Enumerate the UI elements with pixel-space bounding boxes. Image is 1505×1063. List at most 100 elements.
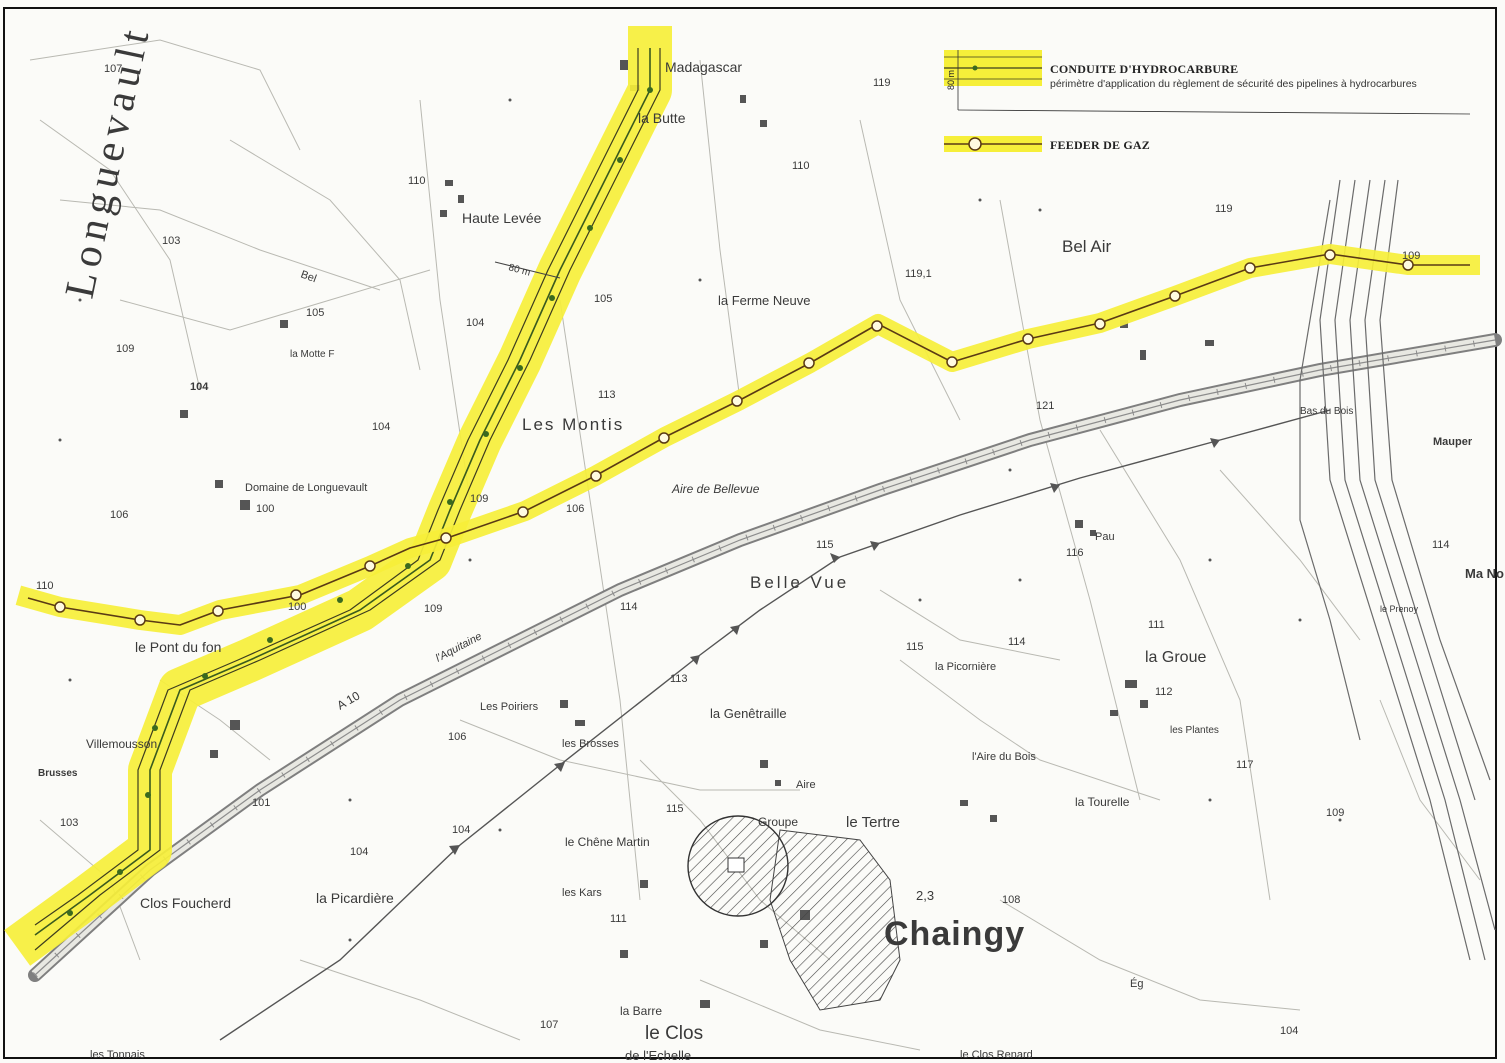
place-aire-bellevue: Aire de Bellevue xyxy=(671,482,760,496)
corridor-width-mark xyxy=(494,261,561,279)
elev-116: 116 xyxy=(1066,547,1084,559)
motorway-a10 xyxy=(28,333,1502,982)
place-a10: A 10 xyxy=(335,688,363,712)
hydrocarbon-pipeline-nodes xyxy=(67,87,653,916)
place-madagascar: Madagascar xyxy=(665,59,742,75)
elev-115a: 115 xyxy=(816,539,834,551)
elev-111b: 111 xyxy=(610,913,627,925)
place-haute-levee: Haute Levée xyxy=(462,210,542,226)
legend-gas-title: FEEDER DE GAZ xyxy=(1050,138,1150,152)
elev-113a: 113 xyxy=(598,389,616,401)
elev-104f: 104 xyxy=(350,846,368,858)
place-picorniere: la Picornière xyxy=(935,661,996,673)
elev-106a: 106 xyxy=(110,509,128,521)
legend-gas-node xyxy=(968,137,982,151)
elev-112: 112 xyxy=(1155,686,1173,698)
place-la-motte: la Motte F xyxy=(290,349,334,360)
place-les-montis: Les Montis xyxy=(522,415,624,434)
place-les-poiriers: Les Poiriers xyxy=(480,701,539,713)
place-belle-vue: Belle Vue xyxy=(750,573,849,592)
elev-23: 2,3 xyxy=(916,888,934,903)
elev-110b: 110 xyxy=(408,175,426,187)
elev-110a: 110 xyxy=(36,580,54,592)
place-brusses: Brusses xyxy=(38,768,78,779)
elev-109d: 109 xyxy=(1402,250,1420,262)
place-aire: Aire xyxy=(796,779,816,791)
map-legend: 80 m CONDUITE D'HYDROCARBURE périmètre d… xyxy=(942,46,1482,166)
secondary-gas-line xyxy=(219,409,1331,1041)
gas-feeder-corridor[interactable] xyxy=(15,244,1480,635)
gas-feeder-nodes xyxy=(54,249,1414,626)
place-les-brosses: les Brosses xyxy=(562,738,619,750)
place-la-butte: la Butte xyxy=(638,110,686,126)
place-picardiere: la Picardière xyxy=(316,890,394,906)
elev-119c: 119 xyxy=(1215,203,1233,215)
place-le-clos: le Clos xyxy=(645,1023,703,1044)
elev-119a: 119 xyxy=(873,77,891,89)
elev-109a: 109 xyxy=(116,343,134,355)
elev-101: 101 xyxy=(252,797,270,809)
elev-115b: 115 xyxy=(906,641,924,653)
place-eg: Ég xyxy=(1130,977,1143,990)
elev-105a: 105 xyxy=(306,307,324,319)
place-pau: Pau xyxy=(1095,531,1115,543)
place-clos-foucherd: Clos Foucherd xyxy=(140,895,231,911)
elev-109e: 109 xyxy=(1326,807,1344,819)
place-le-prenoy: le Prenoy xyxy=(1380,604,1419,614)
place-chaingy: Chaingy xyxy=(884,915,1025,953)
elev-109c: 109 xyxy=(424,603,442,615)
elev-104b: 104 xyxy=(372,421,390,433)
elev-104c: 104 xyxy=(466,317,484,329)
place-chene-martin: le Chêne Martin xyxy=(565,835,650,849)
hydrocarbon-pipeline-corridor[interactable] xyxy=(4,26,672,966)
eastern-pipeline-bundle xyxy=(1299,179,1496,961)
place-tourelle: la Tourelle xyxy=(1075,795,1130,809)
place-les-kars: les Kars xyxy=(562,887,602,899)
place-ferme-neuve: la Ferme Neuve xyxy=(718,293,810,308)
elev-114c: 114 xyxy=(1432,539,1450,551)
elev-115c: 115 xyxy=(666,803,684,815)
legend-pipeline-title: CONDUITE D'HYDROCARBURE xyxy=(1050,62,1239,76)
map-frame xyxy=(3,7,1497,1059)
elev-113b: 113 xyxy=(670,673,688,685)
elev-117: 117 xyxy=(1236,759,1254,771)
place-tonnais: les Tonnais xyxy=(90,1049,145,1061)
protection-building xyxy=(727,857,745,873)
elev-107b: 107 xyxy=(540,1019,558,1031)
elev-106b: 106 xyxy=(566,503,584,515)
place-echelle: de l'Echelle xyxy=(625,1048,691,1063)
elevation-labels: 107 103 109 104 105 104 106 110 110 104 … xyxy=(36,63,1450,1037)
place-le-pont: le Pont du fon xyxy=(135,639,221,655)
secondary-gas-arrows xyxy=(449,438,1220,855)
place-le-tertre: le Tertre xyxy=(846,814,900,831)
elev-119b: 119,1 xyxy=(905,268,932,280)
place-la-groue: la Groue xyxy=(1145,649,1206,666)
place-groupe: Groupe xyxy=(758,815,798,829)
elev-103b: 103 xyxy=(60,817,78,829)
place-les-plantes: les Plantes xyxy=(1170,725,1219,736)
chaingy-urban-area xyxy=(769,829,901,1011)
place-bel-air: Bel Air xyxy=(1062,237,1111,256)
elev-114a: 114 xyxy=(620,601,638,613)
legend-width-label: 80 m xyxy=(946,69,956,90)
elev-105b: 105 xyxy=(594,293,612,305)
place-ma-no: Ma No xyxy=(1465,566,1504,581)
place-bel-paul: Bel xyxy=(299,269,318,286)
elev-106c: 106 xyxy=(448,731,466,743)
elev-104a: 104 xyxy=(190,381,209,393)
place-aire-du-bois: l'Aire du Bois xyxy=(972,751,1036,763)
elev-114b: 114 xyxy=(1008,636,1026,648)
elev-108: 108 xyxy=(1002,894,1020,906)
elev-109b: 109 xyxy=(470,493,488,505)
elev-104e: 104 xyxy=(452,824,470,836)
place-genetraille: la Genêtraille xyxy=(710,706,787,721)
legend-pipeline-desc: périmètre d'application du règlement de … xyxy=(1050,78,1417,90)
place-clos-renard: le Clos Renard xyxy=(960,1049,1033,1061)
legend-pipeline-node xyxy=(972,65,978,71)
place-domaine: Domaine de Longuevault xyxy=(245,482,367,494)
elev-104g: 104 xyxy=(1280,1025,1298,1037)
elev-100a: 100 xyxy=(256,503,274,515)
legend-graphics xyxy=(944,50,1471,152)
